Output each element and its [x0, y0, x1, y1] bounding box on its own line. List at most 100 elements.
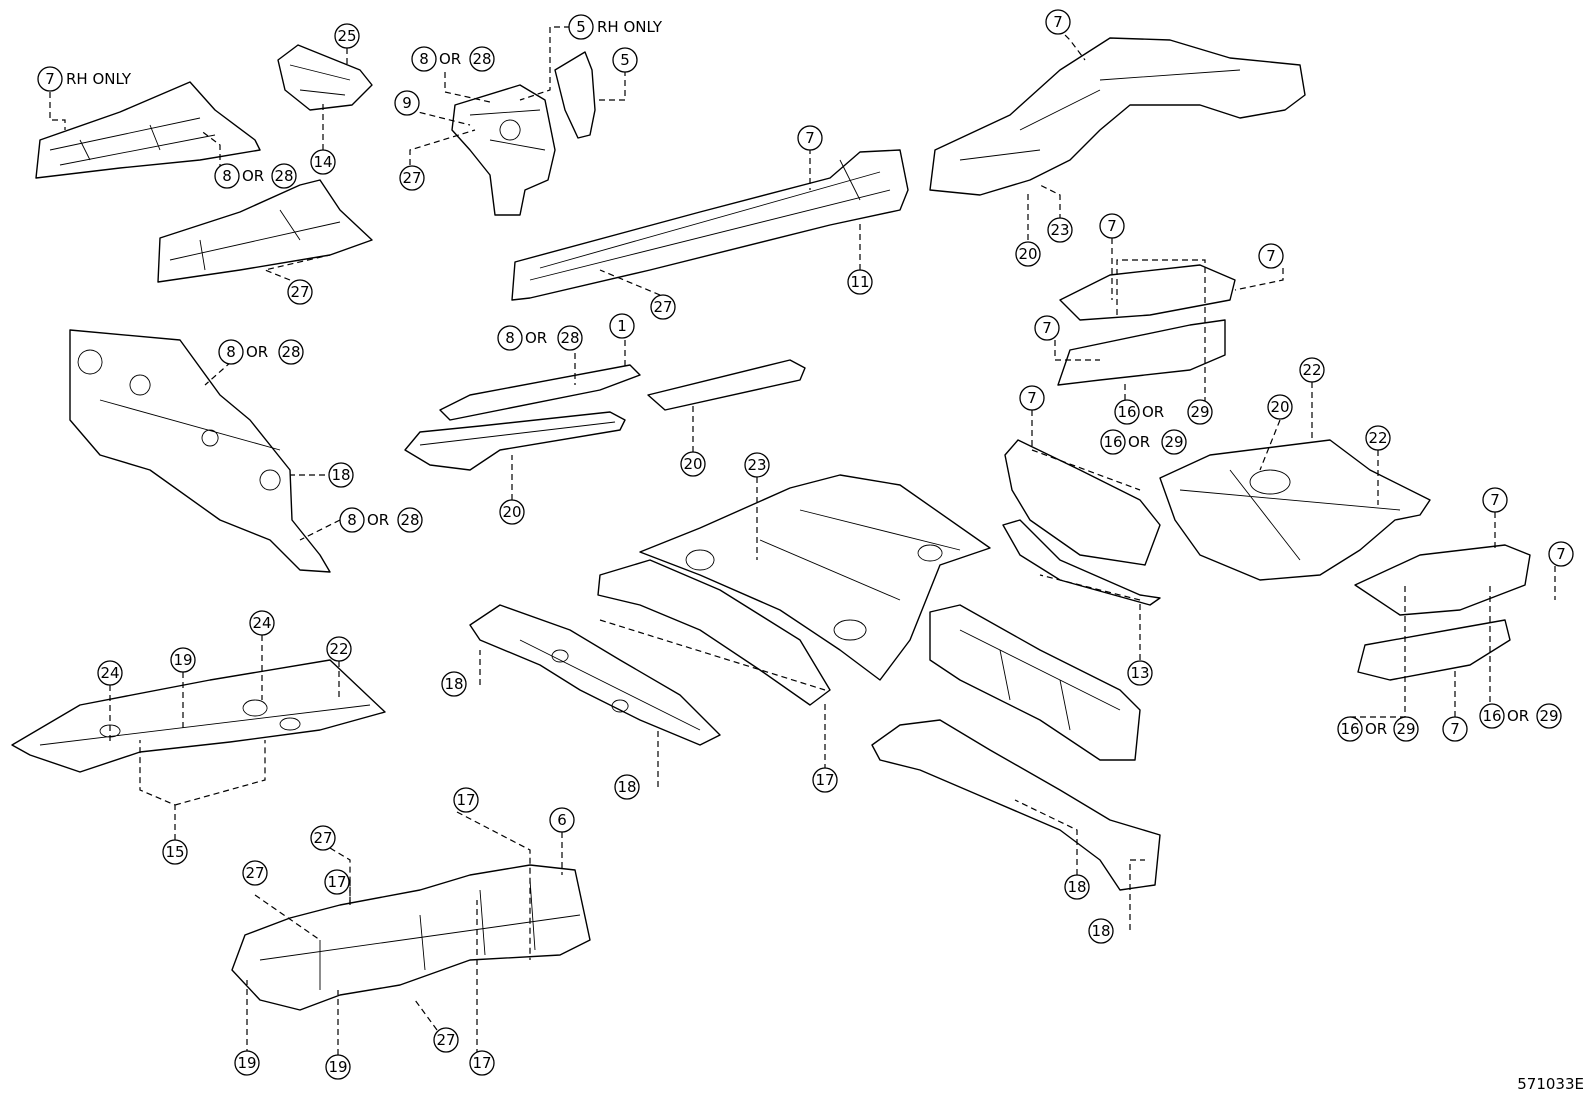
floor-side-member-17	[597, 559, 831, 706]
rear-crossmember-lower	[1002, 519, 1161, 606]
svg-text:19: 19	[328, 1058, 347, 1076]
callout-6: 6	[549, 807, 575, 833]
svg-text:18: 18	[331, 466, 350, 484]
svg-text:1: 1	[617, 317, 627, 335]
rocker-reinforcement-1	[439, 364, 641, 421]
svg-text:OR: OR	[525, 329, 547, 347]
svg-text:19: 19	[173, 651, 192, 669]
rear-floor-crossmember-lower	[1057, 319, 1226, 386]
callout-19-b: 19	[234, 1050, 260, 1076]
svg-text:16: 16	[1117, 403, 1136, 421]
callout-20-d: 20	[1267, 394, 1293, 420]
svg-text:23: 23	[747, 456, 766, 474]
svg-text:16: 16	[1482, 707, 1501, 725]
svg-text:RH ONLY: RH ONLY	[597, 18, 663, 36]
callout-13: 13	[1127, 660, 1153, 686]
svg-text:29: 29	[1396, 720, 1415, 738]
callout-5-rh-only: 5 RH ONLY	[568, 14, 663, 40]
callout-9: 9	[394, 90, 420, 116]
callout-7-i: 7	[1442, 716, 1468, 742]
svg-text:18: 18	[444, 675, 463, 693]
quarter-wheelhouse-panel	[929, 37, 1306, 196]
rear-floor-pan	[639, 474, 991, 681]
callout-18-c: 18	[614, 774, 640, 800]
svg-text:5: 5	[576, 18, 586, 36]
svg-text:28: 28	[281, 343, 300, 361]
rocker-reinforcement-20	[647, 359, 806, 411]
svg-text:7: 7	[1027, 389, 1037, 407]
bracket-5	[554, 51, 596, 139]
callout-25: 25	[334, 23, 360, 49]
svg-text:OR: OR	[242, 167, 264, 185]
svg-text:OR: OR	[439, 50, 461, 68]
svg-text:28: 28	[472, 50, 491, 68]
callout-27-d: 27	[310, 825, 336, 851]
callout-20-a: 20	[1015, 241, 1041, 267]
svg-text:20: 20	[502, 503, 521, 521]
callout-16-or-29-d: 16 OR 29	[1479, 703, 1562, 729]
svg-text:16: 16	[1340, 720, 1359, 738]
svg-text:9: 9	[402, 94, 412, 112]
svg-text:OR: OR	[1142, 403, 1164, 421]
callout-5: 5	[612, 47, 638, 73]
callout-8-or-28-c: 8 OR 28	[218, 339, 304, 365]
svg-text:7: 7	[1266, 247, 1276, 265]
svg-text:27: 27	[402, 169, 421, 187]
svg-text:7: 7	[1556, 545, 1566, 563]
svg-text:15: 15	[165, 843, 184, 861]
front-floor-pan	[11, 659, 386, 773]
callout-23-b: 23	[744, 452, 770, 478]
svg-text:17: 17	[456, 791, 475, 809]
svg-text:27: 27	[245, 864, 264, 882]
svg-text:7: 7	[1107, 217, 1117, 235]
rear-crossmember-13	[1004, 439, 1161, 566]
callout-7-d: 7	[1258, 243, 1284, 269]
callout-18-e: 18	[1088, 918, 1114, 944]
svg-text:24: 24	[100, 664, 119, 682]
svg-text:27: 27	[436, 1031, 455, 1049]
svg-text:OR: OR	[1507, 707, 1529, 725]
svg-text:8: 8	[419, 50, 429, 68]
svg-text:27: 27	[290, 283, 309, 301]
svg-text:8: 8	[347, 511, 357, 529]
svg-text:19: 19	[237, 1054, 256, 1072]
callout-7-f: 7	[1019, 385, 1045, 411]
svg-text:18: 18	[1067, 878, 1086, 896]
rear-floor-side-member	[929, 604, 1141, 761]
rear-floor-crossmember-upper	[1059, 264, 1236, 321]
rocker-inner-11	[511, 149, 909, 301]
callout-17-d: 17	[469, 1050, 495, 1076]
svg-text:8: 8	[505, 329, 515, 347]
floor-side-member-18	[469, 604, 721, 746]
callout-16-or-29-c: 16 OR 29	[1337, 716, 1419, 742]
dash-panel	[69, 329, 331, 573]
svg-text:17: 17	[327, 873, 346, 891]
svg-text:7: 7	[1042, 319, 1052, 337]
svg-text:16: 16	[1103, 433, 1122, 451]
callout-8-or-28-d: 8 OR 28	[339, 507, 423, 533]
bracket-25	[277, 44, 373, 111]
cowl-side-panel	[451, 84, 556, 216]
svg-text:22: 22	[329, 640, 348, 658]
leader-lines	[49, 26, 1556, 1055]
callout-22-c: 22	[326, 636, 352, 662]
svg-text:28: 28	[274, 167, 293, 185]
svg-text:25: 25	[337, 27, 356, 45]
svg-text:28: 28	[560, 329, 579, 347]
front-side-member-lower	[157, 179, 373, 283]
spare-tire-pan	[1159, 439, 1431, 581]
svg-text:7: 7	[1450, 720, 1460, 738]
svg-text:22: 22	[1368, 429, 1387, 447]
front-side-member-rh	[35, 81, 261, 179]
svg-text:6: 6	[557, 811, 567, 829]
svg-text:28: 28	[400, 511, 419, 529]
callout-20-c: 20	[680, 451, 706, 477]
callout-23-a: 23	[1047, 217, 1073, 243]
rocker-outer-20	[404, 411, 626, 471]
callout-27-e: 27	[242, 860, 268, 886]
svg-text:OR: OR	[367, 511, 389, 529]
callout-18-d: 18	[1064, 874, 1090, 900]
callout-16-or-29-a: 16 OR 29	[1114, 399, 1213, 425]
callout-22-a: 22	[1299, 357, 1325, 383]
